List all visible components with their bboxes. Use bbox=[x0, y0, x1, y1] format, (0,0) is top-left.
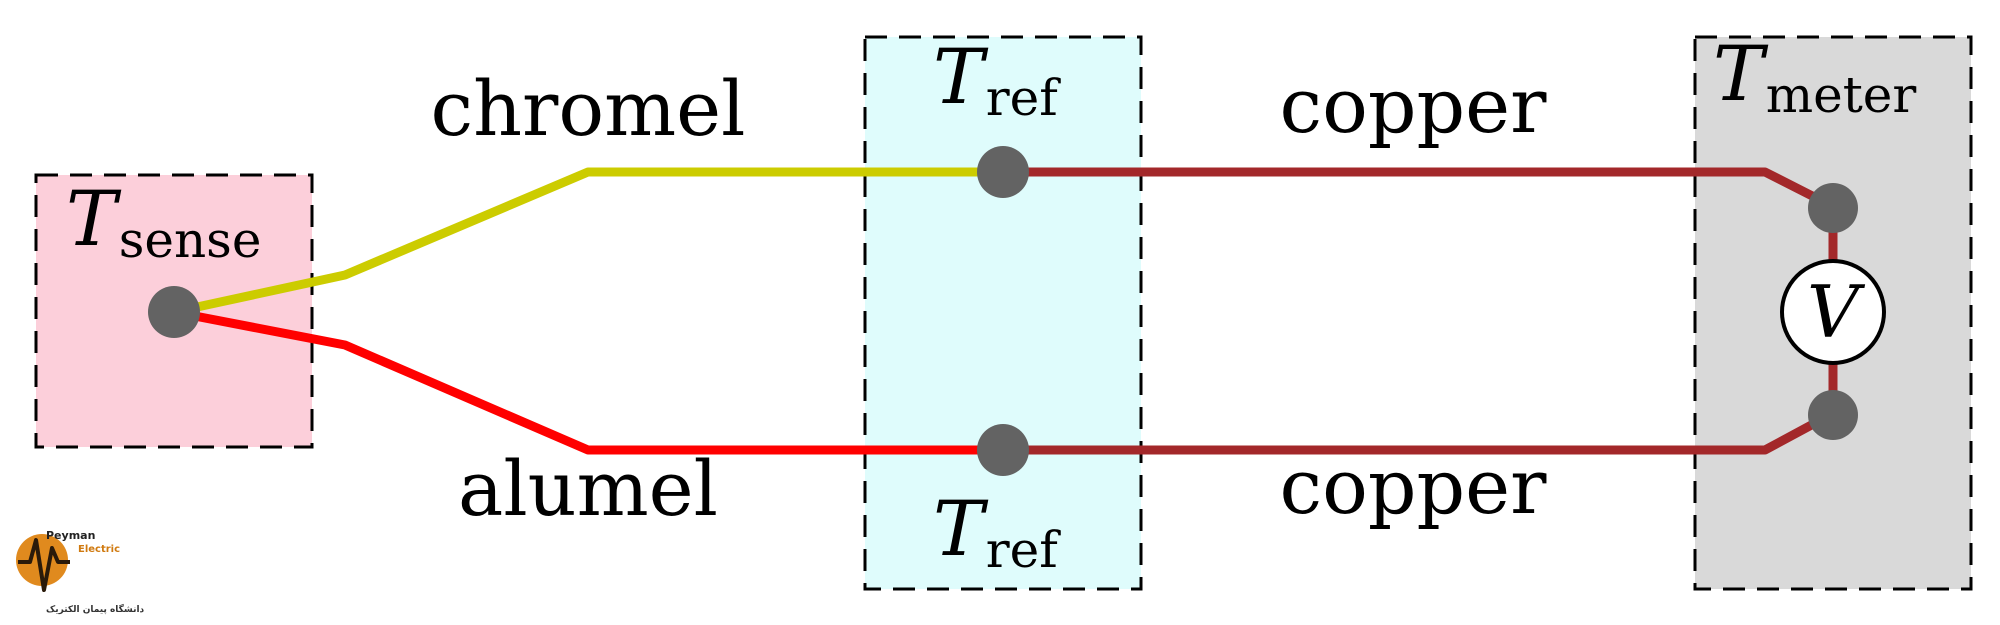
reference-junction-top bbox=[977, 146, 1029, 198]
chromel-label: chromel bbox=[431, 64, 746, 153]
logo-wave bbox=[18, 538, 70, 592]
copper-top-label: copper bbox=[1280, 61, 1548, 150]
peyman-electric-logo: Peyman Electric دانشگاه پیمان الکتریک bbox=[16, 529, 145, 615]
chromel-wire bbox=[173, 167, 1003, 317]
voltmeter-circle bbox=[1780, 259, 1886, 365]
reference-zone-label-top: Tref bbox=[933, 32, 1061, 127]
alumel-label: alumel bbox=[458, 444, 718, 533]
reference-zone-label-bottom: Tref bbox=[933, 484, 1061, 579]
copper-wire-top bbox=[1003, 167, 1833, 210]
sense-zone-label: Tsense bbox=[66, 174, 261, 269]
voltmeter-symbol: V bbox=[1807, 270, 1866, 354]
reference-junction-bottom bbox=[977, 424, 1029, 476]
sense-junction bbox=[148, 286, 200, 338]
logo-circle bbox=[16, 534, 68, 586]
meter-terminal-top bbox=[1808, 183, 1858, 233]
reference-zone bbox=[863, 35, 1143, 591]
copper-bottom-label: copper bbox=[1280, 442, 1548, 531]
logo-text-line1: Peyman bbox=[46, 529, 95, 542]
alumel-wire bbox=[173, 307, 1003, 455]
copper-wire-bottom bbox=[1003, 411, 1833, 455]
logo-text-line2: Electric bbox=[78, 544, 120, 555]
meter-terminal-bottom bbox=[1808, 390, 1858, 440]
meter-zone-label: Tmeter bbox=[1713, 29, 1916, 124]
logo-text-line3: دانشگاه پیمان الکتریک bbox=[46, 603, 145, 615]
